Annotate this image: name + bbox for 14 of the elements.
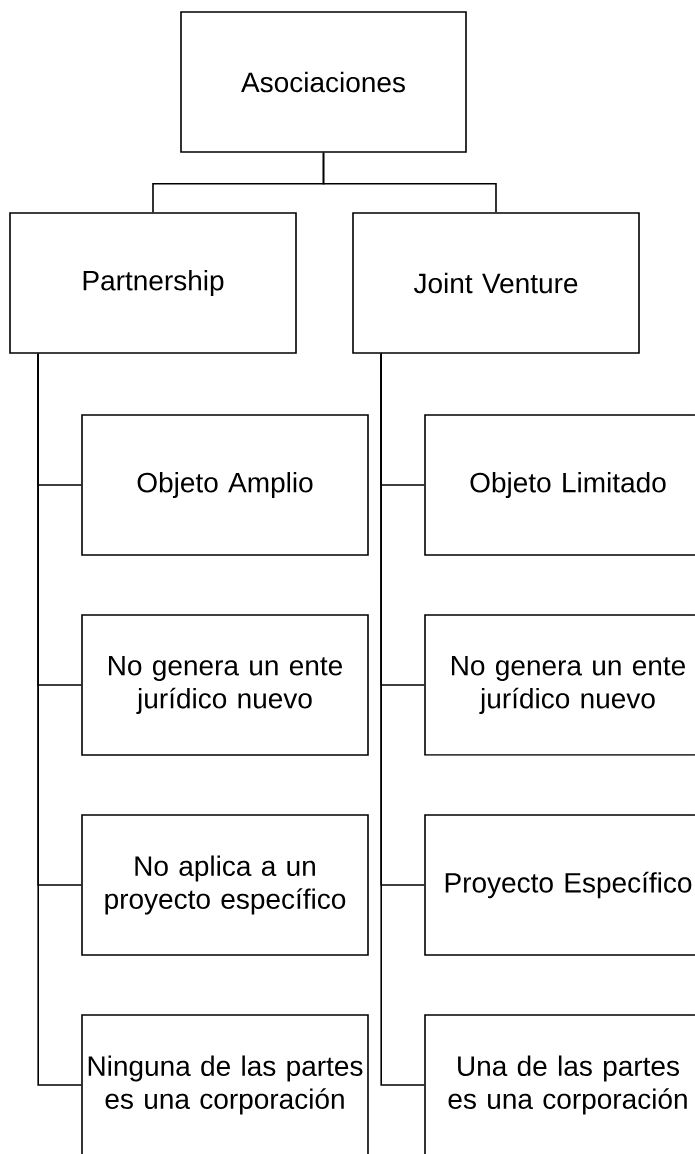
feature-box: Ninguna de las partes es una corporación xyxy=(81,1014,369,1154)
feature-box: Proyecto Específico xyxy=(424,814,695,956)
connector-line xyxy=(322,152,497,213)
feature-box: No genera un ente jurídico nuevo xyxy=(81,614,369,756)
feature-box: Objeto Limitado xyxy=(424,414,695,556)
connector-line xyxy=(37,353,82,1086)
root-box: Asociaciones xyxy=(180,11,467,153)
category-box: Joint Venture xyxy=(352,212,640,354)
feature-box: Una de las partes es una corporación xyxy=(424,1014,695,1154)
category-box: Partnership xyxy=(9,212,297,354)
feature-box: Objeto Amplio xyxy=(81,414,369,556)
feature-box: No aplica a un proyecto específico xyxy=(81,814,369,956)
feature-box: No genera un ente jurídico nuevo xyxy=(424,614,695,756)
connector-line xyxy=(380,353,425,1086)
